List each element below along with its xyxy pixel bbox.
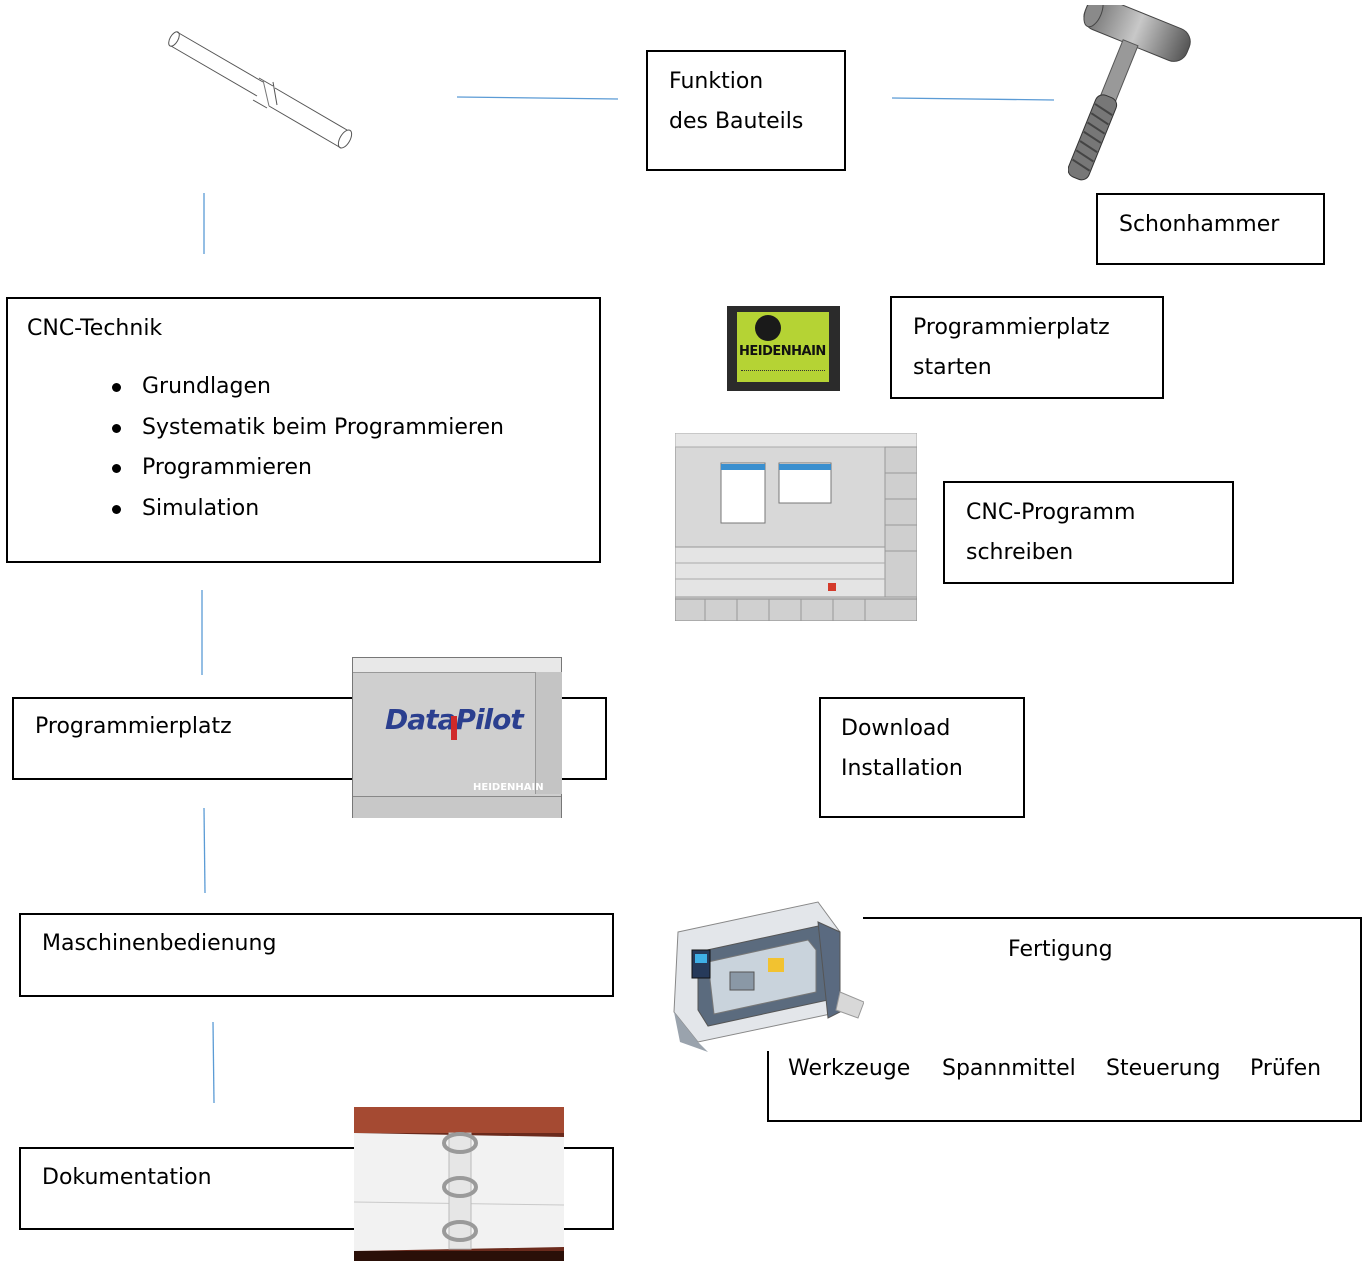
start-box-line2: starten [913, 355, 992, 380]
cnc-technik-box: CNC-Technik Grundlagen Systematik beim P… [6, 297, 601, 563]
download-box-line2: Installation [841, 756, 963, 781]
fertigung-item-pruefen: Prüfen [1250, 1056, 1322, 1081]
topic-item: Grundlagen [112, 367, 599, 408]
cnc-technik-title: CNC-Technik [27, 316, 163, 341]
start-box: Programmierplatz starten [890, 296, 1164, 399]
fertigung-title: Fertigung [1008, 937, 1113, 962]
fertigung-top-border [863, 917, 1362, 919]
maschinenbedienung-label: Maschinenbedienung [42, 931, 277, 956]
topic-item: Systematik beim Programmieren [112, 408, 599, 449]
function-box-line1: Funktion [669, 69, 764, 94]
fertigung-left-border [767, 1051, 769, 1122]
connector-programmierplatz-to-maschinen [203, 807, 206, 894]
hammer-label: Schonhammer [1119, 212, 1280, 237]
fertigung-item-spannmittel: Spannmittel [942, 1056, 1076, 1081]
program-box-line1: CNC-Programm [966, 500, 1136, 525]
heidenhain-logo-text: HEIDENHAIN [739, 344, 826, 359]
heidenhain-small-print [741, 370, 825, 373]
datapilot-titlebar [353, 658, 561, 673]
heidenhain-startscreen-image: HEIDENHAIN [727, 306, 840, 391]
datapilot-brand: HEIDENHAIN [473, 782, 544, 793]
download-box: Download Installation [819, 697, 1025, 818]
function-box-line2: des Bauteils [669, 109, 804, 134]
heidenhain-circle-icon [755, 315, 781, 341]
shaft-part-drawing [168, 31, 353, 149]
datapilot-screenshot: DataPilot HEIDENHAIN [352, 657, 562, 818]
cnc-editor-screenshot [675, 433, 917, 621]
connector-function-to-hammer [891, 97, 1055, 101]
programmierplatz-label: Programmierplatz [35, 714, 232, 739]
connector-maschinen-to-doku [212, 1021, 215, 1104]
hammer-image [1068, 5, 1191, 181]
datapilot-logo-mark [451, 716, 457, 740]
datapilot-softkey-column [535, 672, 562, 794]
download-box-line1: Download [841, 716, 951, 741]
hammer-label-box: Schonhammer [1096, 193, 1325, 265]
fertigung-item-werkzeuge: Werkzeuge [788, 1056, 911, 1081]
function-box: Funktion des Bauteils [646, 50, 846, 171]
datapilot-softkey-bar [353, 796, 561, 818]
maschinenbedienung-box: Maschinenbedienung [19, 913, 614, 997]
binder-photo [354, 1107, 564, 1261]
fertigung-box: Fertigung Werkzeuge Spannmittel Steuerun… [767, 917, 1362, 1122]
lathe-machine-image [673, 901, 864, 1052]
program-box-line2: schreiben [966, 540, 1074, 565]
heidenhain-green-panel: HEIDENHAIN [737, 312, 829, 382]
fertigung-item-steuerung: Steuerung [1106, 1056, 1221, 1081]
topic-item: Simulation [112, 489, 599, 530]
dokumentation-label: Dokumentation [42, 1165, 212, 1190]
program-box: CNC-Programm schreiben [943, 481, 1234, 584]
cnc-technik-topic-list: Grundlagen Systematik beim Programmieren… [27, 367, 599, 529]
topic-item: Programmieren [112, 448, 599, 489]
start-box-line1: Programmierplatz [913, 315, 1110, 340]
connector-part-to-function [456, 96, 619, 100]
